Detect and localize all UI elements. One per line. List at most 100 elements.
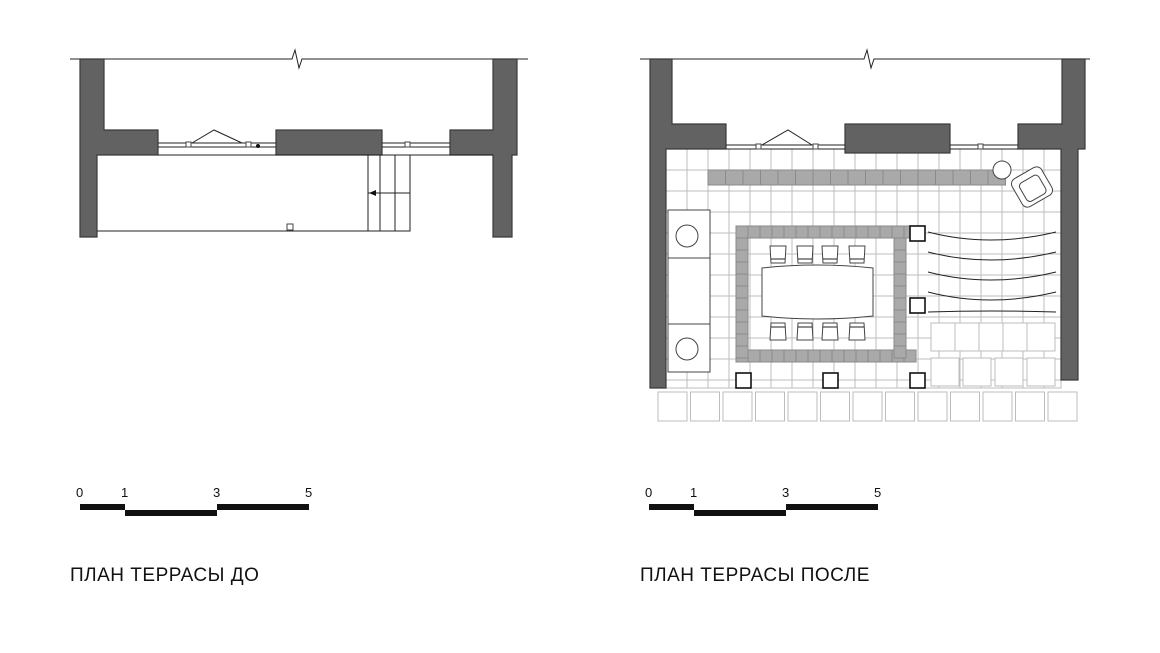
paver-tile [843,225,857,239]
floor-tile [686,148,709,171]
paver-tile [735,321,749,335]
paver-tile [891,225,905,239]
paver-tile [893,261,907,275]
floor-tile [707,232,730,255]
floor-tile [917,391,948,422]
paver-tile [867,225,881,239]
floor-tile [657,391,688,422]
paver-tile [893,249,907,263]
scale-tick: 1 [121,485,128,500]
paver-tile [970,169,989,186]
plan-before [70,48,528,238]
floor-tile [982,391,1013,422]
paver-tile [879,349,893,363]
chair [796,245,814,264]
floor-tile [749,148,772,171]
scale-bar-after: 0 1 3 5 [645,485,881,516]
floor-tile [1043,295,1062,318]
floor-tile [707,379,730,389]
floor-tile [833,190,856,213]
floor-tile [749,379,772,389]
floor-tile [962,357,992,387]
scale-tick: 3 [213,485,220,500]
paver-tile [771,225,785,239]
paver-tile [893,273,907,287]
paver-tile [735,249,749,263]
plan-after [640,48,1090,422]
paver-tile [735,333,749,347]
floor-tile [885,391,915,422]
paver-tile [935,169,954,186]
floor-tile [854,190,877,213]
floor-tile [707,316,730,339]
floor-tile [812,148,835,171]
floor-tile [1043,253,1062,276]
paver-tile [893,345,907,359]
paver-tile [747,349,761,363]
floor-tile [938,253,961,276]
floor-tile [1026,322,1056,352]
posts [735,225,926,389]
dining-table [761,264,874,320]
break-line [640,48,1090,70]
paver-tile [843,349,857,363]
floor-tile [875,379,898,389]
floor-tile [938,190,961,213]
floor-tile [665,190,688,213]
floor-tile [749,316,772,339]
paver-tile [783,349,797,363]
floor-tile [959,253,982,276]
wall-left [79,58,159,238]
paver-tile [760,169,779,186]
paver-tile [807,225,821,239]
floor-tile [812,190,835,213]
door-swing [761,129,813,146]
wall-right [449,58,518,238]
floor-tile [665,379,688,389]
floor-tile [707,253,730,276]
floor-tile [959,232,982,255]
paver-tile [893,333,907,347]
floor-tile [728,148,751,171]
paver-tile [855,225,869,239]
floor-tile [1022,274,1045,297]
floor-tile [959,148,982,171]
floor-tile [791,379,814,389]
floor-tile [954,322,984,352]
floor-tile [980,253,1003,276]
rug-border [735,225,917,363]
paver-tile [831,349,845,363]
paver-tile [707,169,726,186]
paver-tile [783,225,797,239]
floor-tile [930,357,960,387]
floor-tile [770,190,793,213]
caption-after: ПЛАН ТЕРРАСЫ ПОСЛЕ [640,565,870,586]
floor-tile [707,358,730,381]
paver-tile [855,349,869,363]
floor-tile [770,148,793,171]
floor-tile [1015,391,1045,422]
floor-tile [707,148,730,171]
floor-tile [707,190,730,213]
floor-tile [875,190,898,213]
planter-pot [675,337,699,361]
floor-tile [1001,253,1024,276]
paver-tile [742,169,761,186]
floor-tile [686,379,709,389]
floor-tile [959,190,982,213]
floor-tile [770,379,793,389]
planter-pot [675,224,699,248]
paver-tile [952,169,971,186]
floor-tile [749,190,772,213]
chair [848,245,866,264]
floor-tile [930,322,960,352]
floor-tile [755,391,785,422]
wall-pier-center [275,129,383,156]
paver-tile [735,273,749,287]
terrace-outline [97,154,493,232]
paver-tile [759,225,773,239]
floor-tile [1047,391,1078,422]
lower-right-paving [930,322,1056,387]
outer-paving [657,391,1078,422]
